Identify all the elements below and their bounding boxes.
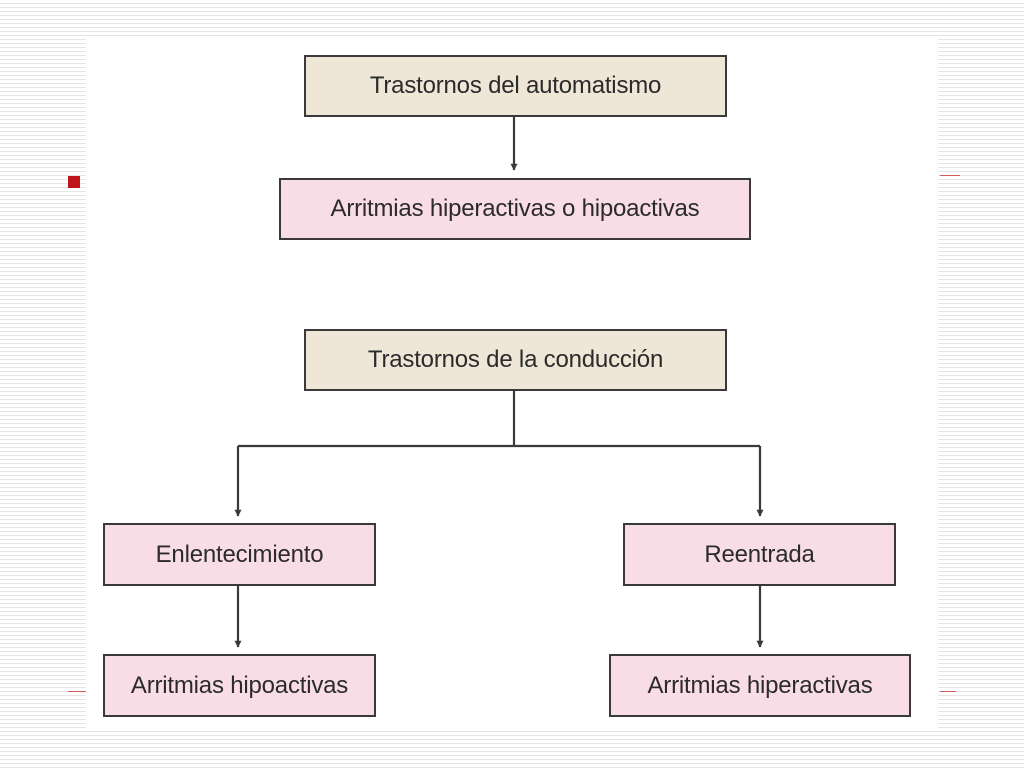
node-hyperactive-arrhythmias: Arritmias hiperactivas [609,654,911,717]
decorative-line-left-bottom [68,691,86,692]
node-automatism-disorders: Trastornos del automatismo [304,55,727,117]
node-hypoactive-arrhythmias: Arritmias hipoactivas [103,654,376,717]
square-bullet-icon [68,176,80,188]
node-automatism-arrhythmias: Arritmias hiperactivas o hipoactivas [279,178,751,240]
decorative-line-right-top [940,175,960,176]
decorative-line-right-bottom [940,691,956,692]
node-conduction-disorders: Trastornos de la conducción [304,329,727,391]
node-slowing: Enlentecimiento [103,523,376,586]
node-reentry: Reentrada [623,523,896,586]
